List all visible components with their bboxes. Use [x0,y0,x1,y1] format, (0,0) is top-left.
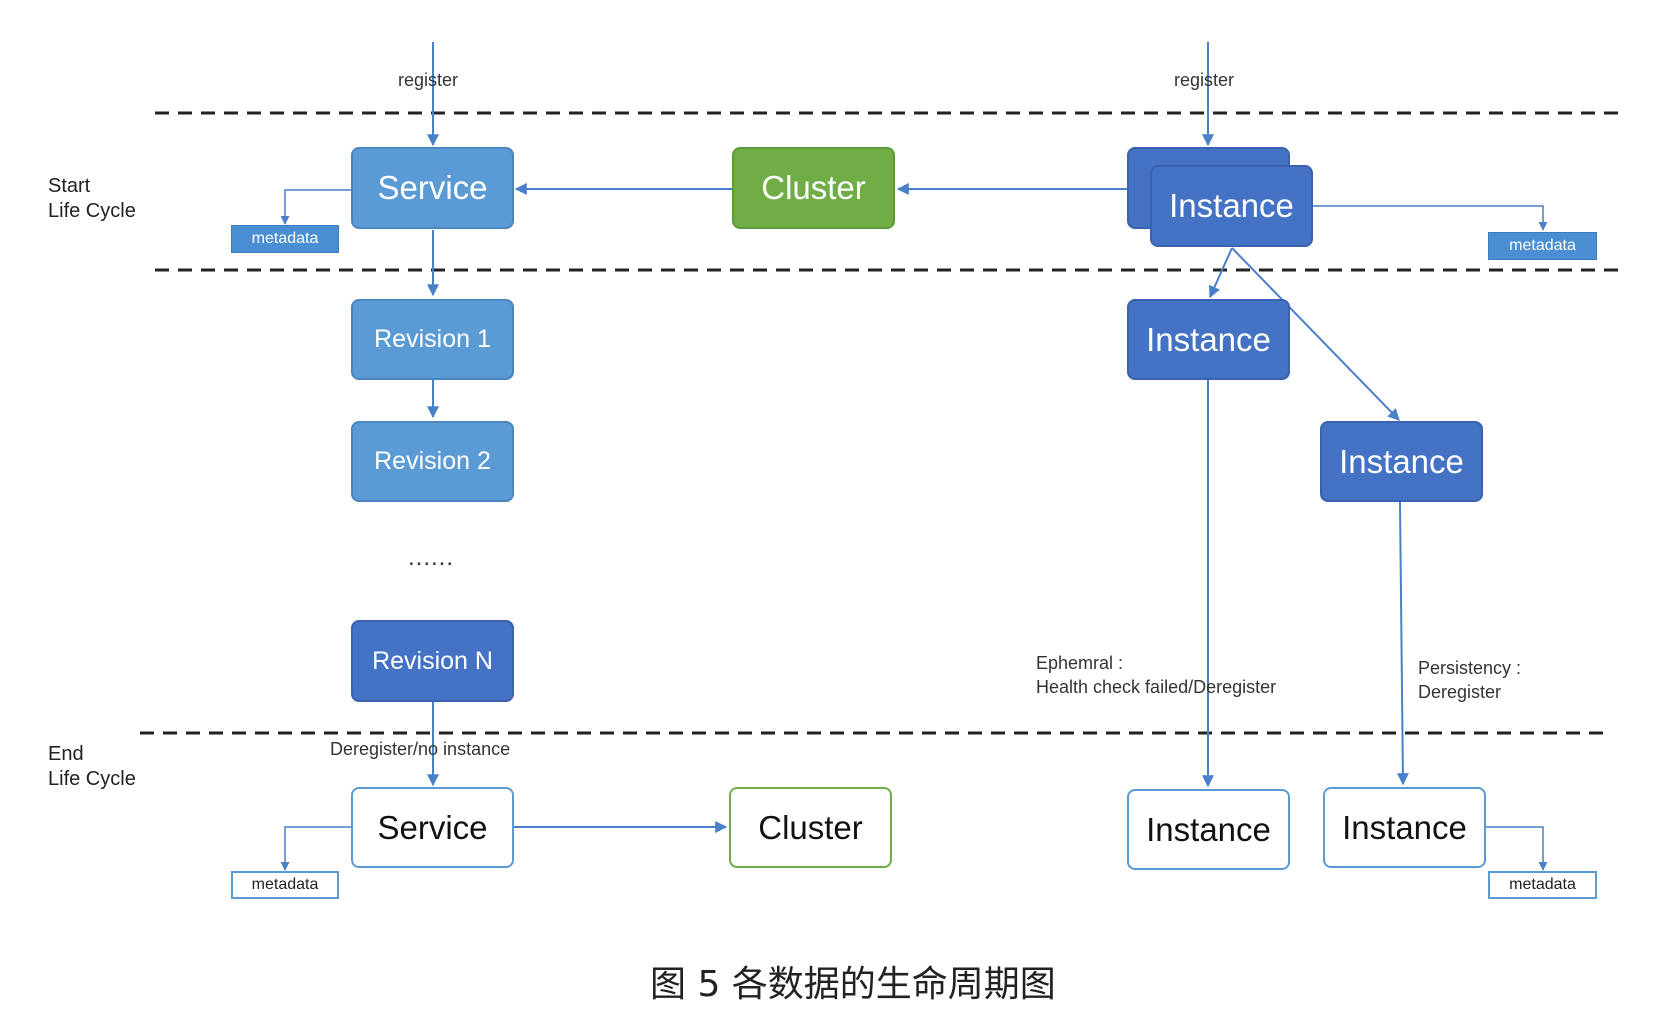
revision-ellipsis: ...... [408,544,455,571]
service-metadata-start: metadata [231,225,339,253]
ephemeral-title: Ephemral : [1036,653,1124,673]
revision-2-node: Revision 2 [351,421,514,502]
instance-to-persistent-arrow [1231,247,1400,421]
persistency-detail: Deregister [1418,682,1502,703]
service-node-start: Service [351,147,514,229]
persistency-condition-label: Persistency : Deregister [1418,656,1521,705]
instance-metadata-start: metadata [1488,232,1597,260]
instance-end-metadata-connector [1485,826,1548,871]
instance-node-ephemeral: Instance [1127,299,1290,380]
instance-node-end-ephemeral: Instance [1127,789,1290,870]
register-label-left: register [398,70,459,90]
ephemeral-condition-label: Ephemral : Health check failed/Deregiste… [1036,651,1276,700]
start-phase-line2: Life Cycle [48,200,136,222]
instance-to-ephemeral-arrow [1208,247,1233,299]
ephemeral-detail: Health check failed/Deregister [1036,677,1277,698]
figure-caption: 图 5 各数据的生命周期图 [650,964,1056,1005]
cluster-node-start: Cluster [732,147,895,229]
service-metadata-end: metadata [231,871,339,899]
start-phase-label: Start Life Cycle [48,174,136,224]
revision-n-node: Revision N [351,620,514,702]
persistency-title: Persistency : [1418,658,1522,678]
service-metadata-connector [280,189,352,225]
instance-node-persistent: Instance [1320,421,1483,502]
end-phase-line2: Life Cycle [48,768,136,790]
service-node-end: Service [351,787,514,868]
start-phase-line1: Start [48,175,91,197]
instance-metadata-connector [1313,205,1548,231]
service-end-metadata-connector [280,826,352,871]
register-label-right: register [1174,70,1235,90]
revision-1-node: Revision 1 [351,299,514,380]
end-phase-line1: End [48,743,84,765]
instance-metadata-end: metadata [1488,871,1597,899]
persistent-to-end-arrow [1396,501,1409,786]
cluster-node-end: Cluster [729,787,892,868]
instance-node-start: Instance [1150,165,1313,247]
deregister-no-instance-label: Deregister/no instance [330,739,511,759]
end-phase-label: End Life Cycle [48,742,136,792]
instance-node-end-persistent: Instance [1323,787,1486,868]
